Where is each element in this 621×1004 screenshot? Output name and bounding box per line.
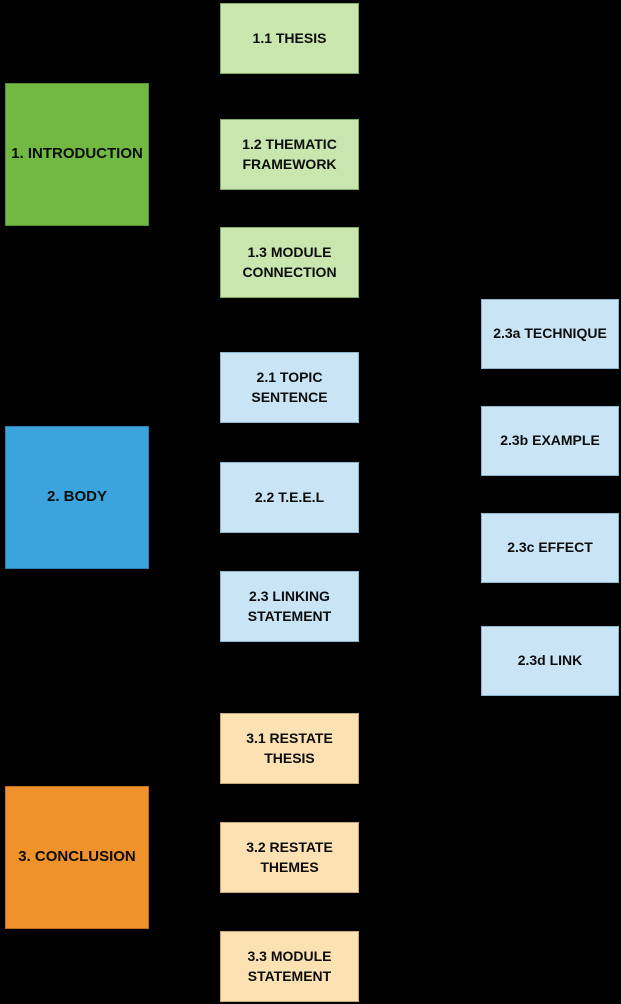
node-restate-thesis: 3.1 RESTATE THESIS [220, 713, 359, 784]
node-topic-sentence: 2.1 TOPIC SENTENCE [220, 352, 359, 423]
node-example: 2.3b EXAMPLE [481, 406, 619, 476]
node-linking-statement: 2.3 LINKING STATEMENT [220, 571, 359, 642]
node-body: 2. BODY [5, 426, 149, 569]
node-thematic-framework: 1.2 THEMATIC FRAMEWORK [220, 119, 359, 190]
node-introduction: 1. INTRODUCTION [5, 83, 149, 226]
node-module-connection: 1.3 MODULE CONNECTION [220, 227, 359, 298]
node-restate-themes: 3.2 RESTATE THEMES [220, 822, 359, 893]
node-technique: 2.3a TECHNIQUE [481, 299, 619, 369]
node-module-statement: 3.3 MODULE STATEMENT [220, 931, 359, 1002]
node-link: 2.3d LINK [481, 626, 619, 696]
node-thesis: 1.1 THESIS [220, 3, 359, 74]
node-conclusion: 3. CONCLUSION [5, 786, 149, 929]
node-effect: 2.3c EFFECT [481, 513, 619, 583]
node-teel: 2.2 T.E.E.L [220, 462, 359, 533]
